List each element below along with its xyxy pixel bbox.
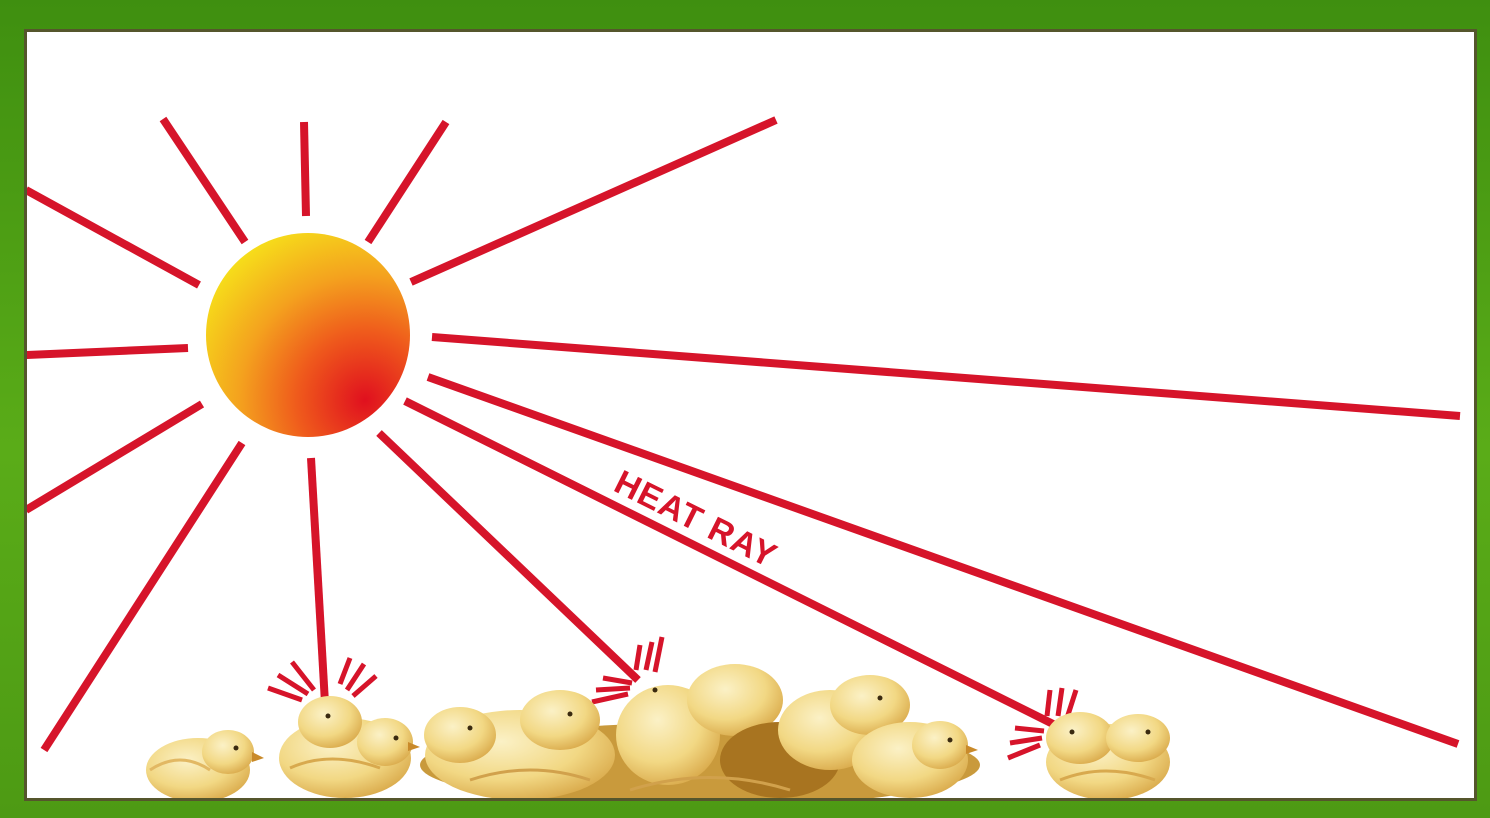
ray-up-upper-right	[368, 122, 446, 242]
ray-left	[26, 348, 188, 355]
chick-icon	[146, 730, 264, 802]
chick-icon	[1046, 712, 1170, 800]
chick-icon	[279, 696, 420, 798]
ray-up	[304, 122, 306, 216]
chick-group	[420, 664, 980, 807]
sun-icon	[206, 233, 410, 437]
ray-right-long	[432, 337, 1460, 416]
ray-up-left	[26, 190, 199, 285]
ray-to-chick-group	[379, 433, 638, 680]
ray-down-left	[26, 404, 202, 510]
ray-lower-right-long	[428, 377, 1458, 744]
ray-down-lower-left	[44, 443, 242, 750]
ray-upper-right-long	[411, 120, 776, 282]
ray-up-upper-left	[163, 119, 245, 242]
chicks	[146, 664, 1170, 807]
heat-rays	[26, 119, 1460, 750]
ray-down-to-chick	[311, 458, 325, 703]
